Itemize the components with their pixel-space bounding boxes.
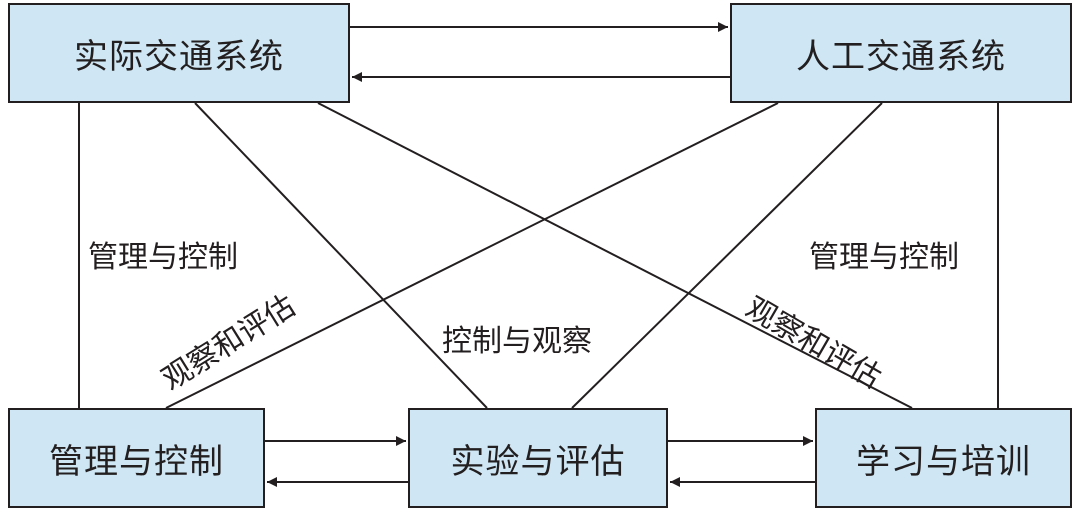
edge-label-management-right: 管理与控制 (809, 240, 959, 275)
node-label: 管理与控制 (49, 441, 224, 482)
node-label: 实际交通系统 (74, 36, 284, 77)
node-label: 实验与评估 (450, 441, 626, 482)
node-artificial-traffic-system: 人工交通系统 (730, 3, 1072, 103)
line-real-to-learn (317, 102, 913, 409)
edge-label-management-left: 管理与控制 (88, 240, 238, 275)
edge-label-control-observe: 控制与观察 (442, 324, 592, 359)
node-management-control: 管理与控制 (8, 408, 265, 508)
line-artificial-to-mgmt (165, 102, 779, 409)
node-label: 学习与培训 (856, 441, 1031, 482)
node-learning-training: 学习与培训 (815, 408, 1072, 508)
line-artificial-to-exp (571, 102, 883, 409)
node-label: 人工交通系统 (796, 36, 1006, 77)
node-real-traffic-system: 实际交通系统 (8, 3, 350, 103)
line-real-to-exp (194, 102, 488, 409)
node-experiment-evaluation: 实验与评估 (408, 408, 668, 508)
